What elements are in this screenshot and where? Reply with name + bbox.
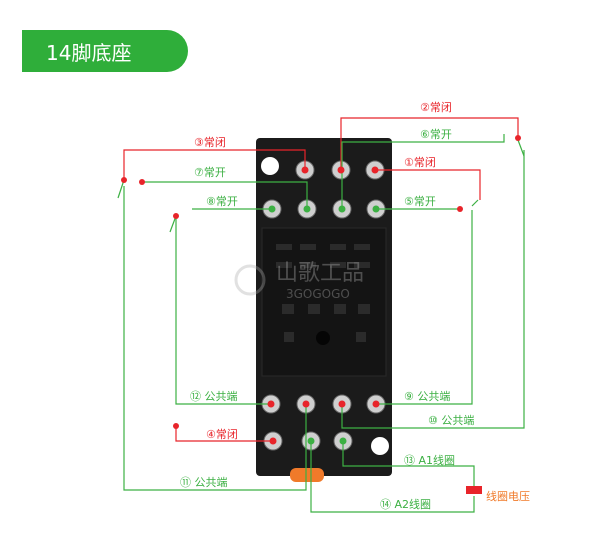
- terminal-labels: ②常闭 ③常闭 ⑥常开 ①常闭 ⑦常开 ⑧常开 ⑤常开 ⑫ 公共端 ⑨ 公共端 …: [180, 101, 530, 511]
- watermark: 山歌工品 3GOGOGO: [234, 261, 364, 301]
- label-13: ⑬ A1线圈: [404, 453, 455, 467]
- contact-dots: [121, 135, 521, 445]
- wire-10-com: [341, 150, 525, 429]
- coil-voltage-source: [466, 486, 482, 494]
- wire-1-nc: [375, 169, 481, 200]
- label-14: ⑭ A2线圈: [380, 497, 431, 511]
- wire-3-nc: [123, 149, 306, 180]
- switch-right-2: [471, 199, 479, 207]
- svg-text:山歌工品: 山歌工品: [276, 261, 364, 286]
- label-10: ⑩ 公共端: [428, 414, 474, 427]
- label-1: ①常闭: [404, 156, 436, 169]
- wire-4-nc: [175, 426, 273, 442]
- wire-13-coil: [342, 441, 475, 486]
- page-title: 14脚底座: [46, 40, 132, 65]
- switch-right-1: [517, 139, 525, 157]
- label-4: ④常闭: [206, 428, 238, 441]
- label-9: ⑨ 公共端: [404, 390, 450, 403]
- wire-7-no: [142, 181, 308, 209]
- svg-text:3GOGOGO: 3GOGOGO: [286, 287, 350, 301]
- wire-12-com: [175, 216, 271, 405]
- label-3: ③常闭: [194, 136, 226, 149]
- label-2: ②常闭: [420, 101, 452, 114]
- wire-11-com: [123, 186, 307, 491]
- wire-2-nc: [340, 117, 519, 170]
- wire-9-com: [376, 210, 473, 405]
- relay-base: [256, 138, 392, 482]
- label-6: ⑥常开: [420, 128, 452, 141]
- title-banner: 14脚底座: [22, 30, 188, 72]
- label-5: ⑤常开: [404, 195, 436, 208]
- wires: [117, 117, 525, 513]
- label-coil-voltage: 线圈电压: [486, 489, 530, 503]
- label-12: ⑫ 公共端: [190, 390, 238, 403]
- label-8: ⑧常开: [206, 195, 238, 208]
- label-11: ⑪ 公共端: [180, 476, 228, 489]
- wire-6-no: [341, 134, 505, 209]
- label-7: ⑦常开: [194, 166, 226, 179]
- switch-left-1: [117, 179, 125, 199]
- wire-14-coil: [310, 441, 475, 513]
